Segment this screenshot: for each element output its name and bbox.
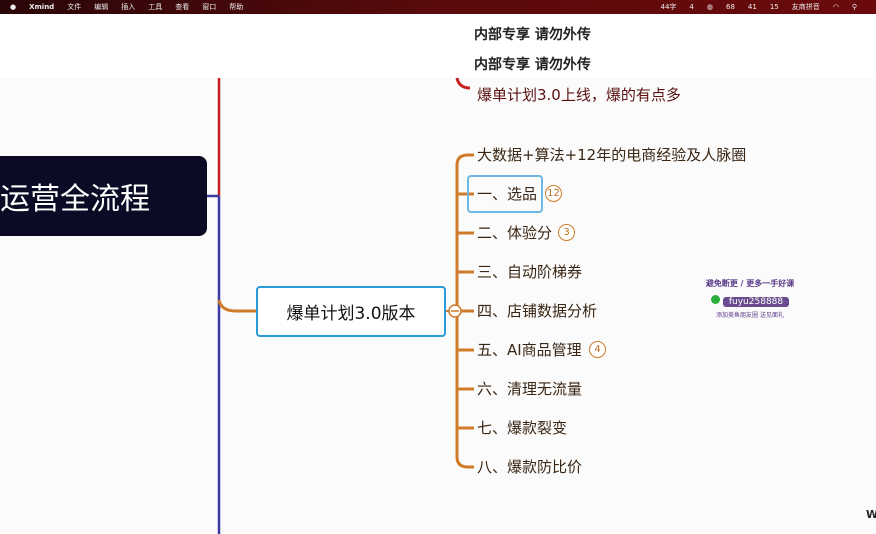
child-node[interactable]: 一、选品 — [477, 185, 538, 203]
status-41[interactable]: 41 — [747, 3, 757, 11]
child-node[interactable]: 五、AI商品管理 — [477, 341, 582, 359]
menu-edit[interactable]: 编辑 — [94, 3, 109, 11]
menu-help[interactable]: 帮助 — [229, 3, 244, 11]
main-node-label: 爆单计划3.0版本 — [286, 304, 416, 324]
child-node[interactable]: 大数据+算法+12年的电商经验及人脉圈 — [477, 146, 747, 164]
watermark-line3: 添加美鱼朋友圈 送见面礼 — [716, 312, 784, 319]
input-method[interactable]: 友商拼音 — [791, 3, 820, 11]
wechat-icon — [710, 295, 720, 304]
word-count: 44字 — [660, 3, 677, 11]
watermark-line1: 避免断更 / 更多一手好课 — [705, 279, 795, 288]
child-node[interactable]: 四、店铺数据分析 — [477, 302, 598, 320]
wifi-icon[interactable]: ◠ — [832, 3, 839, 11]
header-band: 内部专享 请勿外传 内部专享 请勿外传 — [0, 14, 876, 78]
corner-text: W — [866, 508, 876, 521]
status-15[interactable]: 15 — [769, 3, 779, 11]
menu-view[interactable]: 查看 — [175, 3, 190, 11]
selection-box — [467, 175, 543, 213]
child-count-badge[interactable]: 4 — [589, 341, 606, 358]
child-node[interactable]: 二、体验分 — [477, 224, 553, 242]
child-node[interactable]: 八、爆款防比价 — [477, 458, 583, 476]
menu-app[interactable]: Xmind — [29, 3, 55, 11]
watermark: 避免断更 / 更多一手好课 fuyu258888 添加美鱼朋友圈 送见面礼 — [700, 278, 800, 319]
root-node[interactable]: 运营全流程 — [0, 156, 207, 236]
notice-text: 内部专享 请勿外传 — [474, 57, 591, 73]
notice-text: 内部专享 请勿外传 — [474, 27, 591, 43]
menu-bar: ● Xmind 文件 编辑 插入 工具 查看 窗口 帮助 44字 4 ◍ 68 … — [0, 0, 876, 14]
menu-file[interactable]: 文件 — [67, 3, 82, 11]
search-icon[interactable]: ⚲ — [851, 3, 857, 11]
child-count-badge[interactable]: 12 — [545, 185, 562, 202]
status-68[interactable]: 68 — [725, 3, 735, 11]
child-node[interactable]: 六、清理无流量 — [477, 380, 583, 398]
menu-tools[interactable]: 工具 — [148, 3, 163, 11]
apple-icon[interactable]: ● — [10, 3, 17, 11]
wechat-icon[interactable]: ◍ — [706, 3, 713, 11]
child-count-badge[interactable]: 3 — [558, 224, 575, 241]
prev-topic[interactable]: 爆单计划3.0上线，爆的有点多 — [477, 86, 681, 104]
child-node[interactable]: 三、自动阶梯券 — [477, 263, 583, 281]
menu-window[interactable]: 窗口 — [202, 3, 217, 11]
main-node[interactable]: 爆单计划3.0版本 — [256, 286, 446, 337]
status-4[interactable]: 4 — [689, 3, 694, 11]
root-label: 运营全流程 — [0, 182, 150, 217]
child-node[interactable]: 七、爆款裂变 — [477, 419, 568, 437]
watermark-wechat: fuyu258888 — [722, 297, 790, 307]
menu-insert[interactable]: 插入 — [121, 3, 136, 11]
